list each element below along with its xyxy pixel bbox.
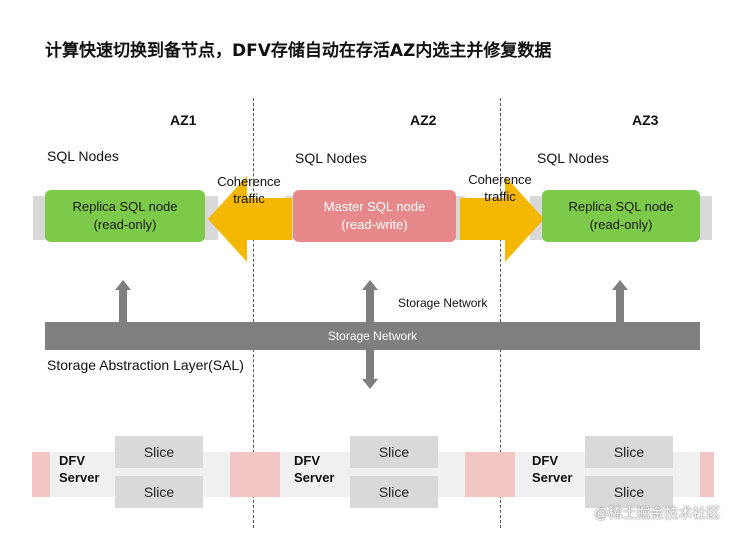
dfv-line2: Server xyxy=(294,470,335,485)
dfv-pink-az1-right xyxy=(230,452,280,497)
slice-az3-bottom: Slice xyxy=(585,476,673,508)
sal-label: Storage Abstraction Layer(SAL) xyxy=(47,357,244,373)
zone-divider-2 xyxy=(500,98,501,528)
dfv-line1: DFV xyxy=(59,453,85,468)
zone-label-az1: AZ1 xyxy=(170,112,197,128)
zone-label-az3: AZ3 xyxy=(632,112,659,128)
coherence-arrow-left xyxy=(208,176,292,262)
node-line1: Replica SQL node xyxy=(568,199,674,214)
dfv-line2: Server xyxy=(59,470,100,485)
coherence-label-right: Coherence traffic xyxy=(460,171,540,205)
node-line2: (read-only) xyxy=(93,217,157,232)
node-line1: Master SQL node xyxy=(323,199,426,214)
storage-up-arrow-az1 xyxy=(115,280,131,322)
storage-network-label: Storage Network xyxy=(398,296,488,310)
coherence-arrow-right xyxy=(460,176,544,262)
node-line2: (read-only) xyxy=(589,217,653,232)
storage-network-bar: Storage Network xyxy=(45,322,700,350)
slice-az1-top: Slice xyxy=(115,436,203,468)
node-line2: (read-write) xyxy=(341,217,408,232)
coherence-line1: Coherence xyxy=(468,172,532,187)
dfv-server-az1: DFV Server xyxy=(59,452,99,486)
storage-network-bar-label: Storage Network xyxy=(327,329,418,343)
diagram-title: 计算快速切换到备节点，DFV存储自动在存活AZ内选主并修复数据 xyxy=(45,41,552,61)
dfv-pink-az3-right xyxy=(700,452,714,497)
dfv-line2: Server xyxy=(532,470,573,485)
dfv-line1: DFV xyxy=(532,453,558,468)
coherence-line2: traffic xyxy=(233,191,265,206)
dfv-pink-az2-right xyxy=(465,452,515,497)
coherence-line1: Coherence xyxy=(217,174,281,189)
slice-az3-top: Slice xyxy=(585,436,673,468)
replica-sql-node-az1: Replica SQL node (read-only) xyxy=(45,190,205,242)
node-line1: Replica SQL node xyxy=(72,199,178,214)
slice-az2-top: Slice xyxy=(350,436,438,468)
dfv-server-az3: DFV Server xyxy=(532,452,572,486)
storage-up-arrow-az3 xyxy=(612,280,628,322)
master-sql-node-az2: Master SQL node (read-write) xyxy=(293,190,456,242)
coherence-line2: traffic xyxy=(484,189,516,204)
replica-sql-node-az3: Replica SQL node (read-only) xyxy=(542,190,700,242)
dfv-server-az2: DFV Server xyxy=(294,452,334,486)
sql-nodes-label-az2: SQL Nodes xyxy=(295,150,367,166)
zone-label-az2: AZ2 xyxy=(410,112,437,128)
slice-az2-bottom: Slice xyxy=(350,476,438,508)
coherence-label-left: Coherence traffic xyxy=(209,173,289,207)
dfv-pink-az1-left xyxy=(32,452,50,497)
zone-divider-1 xyxy=(253,98,254,528)
sql-nodes-label-az3: SQL Nodes xyxy=(537,150,609,166)
dfv-line1: DFV xyxy=(294,453,320,468)
watermark: @稀土掘金技术社区 xyxy=(594,505,721,521)
slice-az1-bottom: Slice xyxy=(115,476,203,508)
sql-nodes-label-az1: SQL Nodes xyxy=(47,148,119,164)
